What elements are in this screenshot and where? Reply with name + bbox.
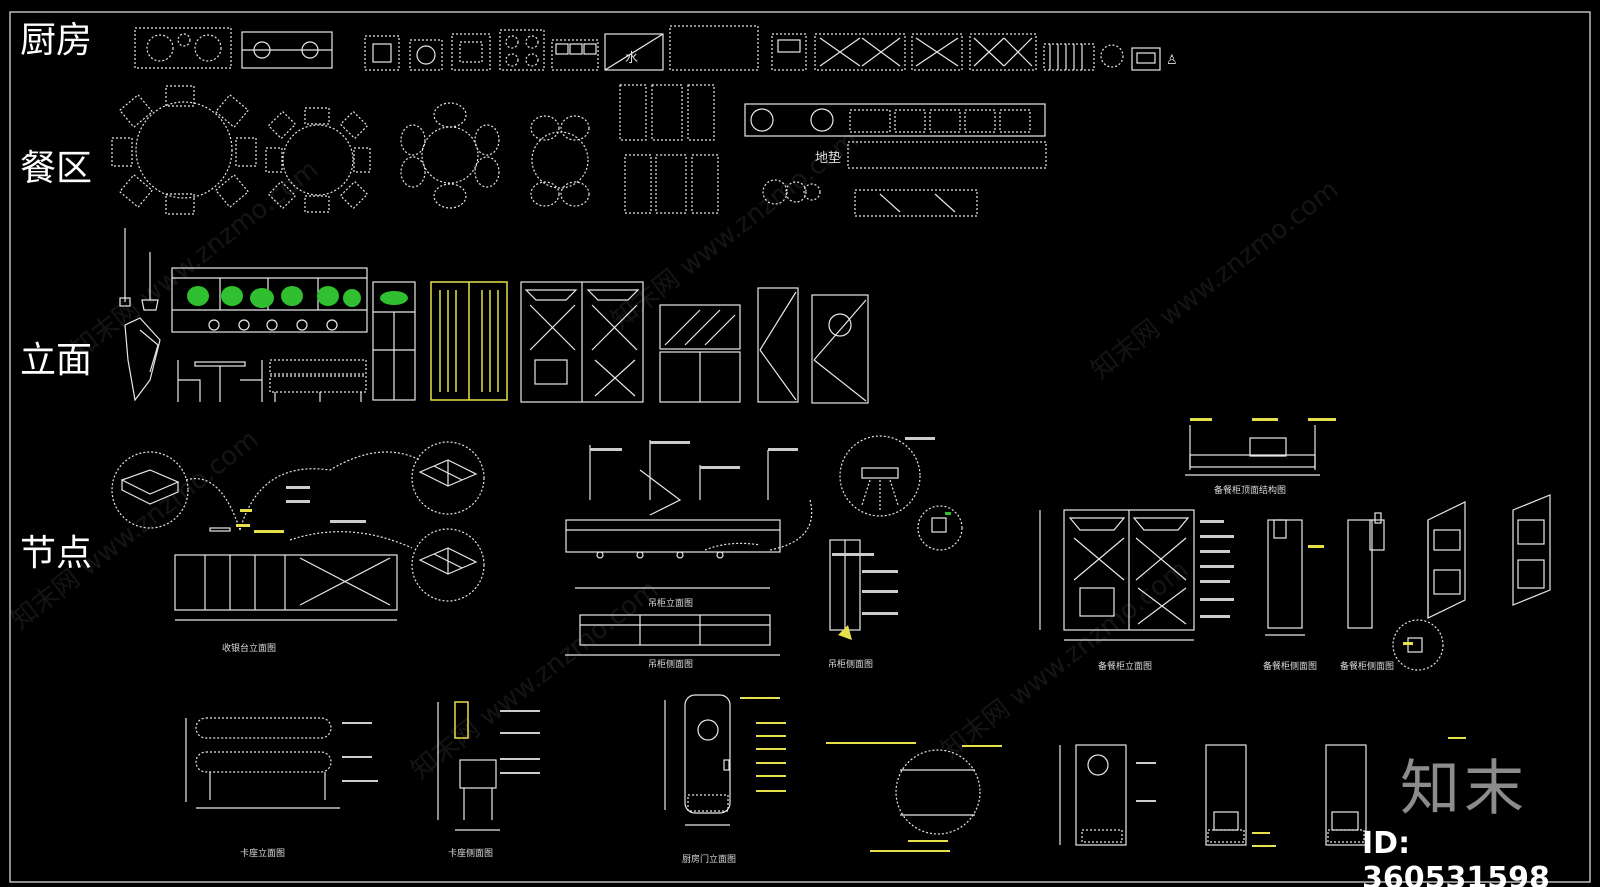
section-label-kitchen: 厨房 xyxy=(20,20,92,61)
caption-sideboard-elev: 备餐柜立面图 xyxy=(1098,660,1152,672)
caption-sideboard-side-2: 备餐柜侧面图 xyxy=(1340,660,1394,672)
caption-kitchen-door: 厨房门立面图 xyxy=(682,853,736,865)
caption-ceiling-side: 吊柜侧面图 xyxy=(648,658,693,670)
caption-sideboard-side-1: 备餐柜侧面图 xyxy=(1263,660,1317,672)
caption-booth-side: 卡座侧面图 xyxy=(448,847,493,859)
svg-text:水: 水 xyxy=(625,51,638,66)
floor-mat-label: 地垫 xyxy=(815,150,841,166)
watermark-5: 知末网 www.znzmo.com xyxy=(406,575,664,786)
ceiling-cabinet-detail: 吊柜立面图 吊柜侧面图 吊柜侧面图 xyxy=(565,435,963,670)
caption-ceiling-side-2: 吊柜侧面图 xyxy=(828,658,873,670)
watermark-6: 知末网 www.znzmo.com xyxy=(936,555,1194,766)
elevation-row xyxy=(119,228,869,404)
watermark-3: 知末网 www.znzmo.com xyxy=(1086,175,1344,386)
caption-cashier: 收银台立面图 xyxy=(222,642,276,654)
door-elevations-detail xyxy=(1059,737,1466,847)
sideboard-detail: 备餐柜顶面结构图 备餐柜立面图 备餐柜侧面图 备餐柜侧面图 xyxy=(1039,418,1551,672)
caption-booth-elev: 卡座立面图 xyxy=(240,847,285,859)
section-label-detail: 节点 xyxy=(20,533,92,574)
section-label-dining: 餐区 xyxy=(20,148,92,189)
kitchen-equipment-row: 水 ♙ xyxy=(134,25,1178,71)
kitchen-door-detail: 厨房门立面图 xyxy=(664,694,1002,865)
watermark-1: 知末网 www.znzmo.com xyxy=(66,155,324,366)
cashier-counter-detail: 收银台立面图 xyxy=(111,441,485,654)
caption-sideboard-top: 备餐柜顶面结构图 xyxy=(1214,484,1286,496)
booth-seating-detail: 卡座立面图 卡座侧面图 xyxy=(185,701,540,859)
caption-ceiling-elev: 吊柜立面图 xyxy=(648,597,693,609)
svg-text:♙: ♙ xyxy=(1166,53,1178,68)
watermark-id-label: ID: 360531598 xyxy=(1362,826,1550,887)
drawing-frame xyxy=(9,11,1591,883)
watermark-brand-logo: 知末 xyxy=(1400,754,1528,824)
watermark-4: 知末网 www.znzmo.com xyxy=(6,425,264,636)
dining-tables-row: 地垫 xyxy=(111,84,1047,217)
section-label-elevation: 立面 xyxy=(20,340,92,381)
watermark-layer: 知末网 www.znzmo.com 知末网 www.znzmo.com 知末网 … xyxy=(6,125,1344,786)
